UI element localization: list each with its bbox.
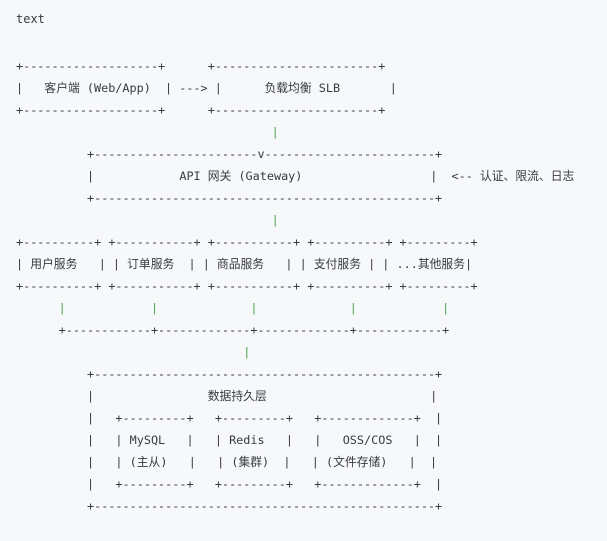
code-line: +---------------------------------------… [16,499,443,513]
code-line: +----------+ +-----------+ +-----------+… [16,235,478,249]
code-line: | [16,125,279,139]
code-line: +------------+-------------+------------… [16,323,450,337]
code-line: | | MySQL | | Redis | | OSS/COS | | [16,433,443,447]
code-line: | | | | | [16,301,450,315]
code-line: +---------------------------------------… [16,367,443,381]
code-line: | +---------+ +---------+ +-------------… [16,477,443,491]
code-line: | 客户端 (Web/App) | ---> | 负载均衡 SLB | [16,81,397,95]
code-line: +-----------------------v---------------… [16,147,443,161]
code-line: | [16,213,279,227]
code-line: | 用户服务 | | 订单服务 | | 商品服务 | | 支付服务 | | ..… [16,257,473,271]
code-line: | 数据持久层 | [16,389,438,403]
code-line: +-------------------+ +-----------------… [16,103,386,117]
code-language-label: text [16,12,45,26]
code-line: +-------------------+ +-----------------… [16,59,386,73]
code-line: +---------------------------------------… [16,191,443,205]
code-line: | [16,345,251,359]
code-line: +----------+ +-----------+ +-----------+… [16,279,478,293]
code-line: | API 网关 (Gateway) | <-- 认证、限流、日志 [16,169,575,183]
code-line: | | (主从) | | (集群) | | (文件存储) | | [16,455,438,469]
code-line: | +---------+ +---------+ +-------------… [16,411,443,425]
